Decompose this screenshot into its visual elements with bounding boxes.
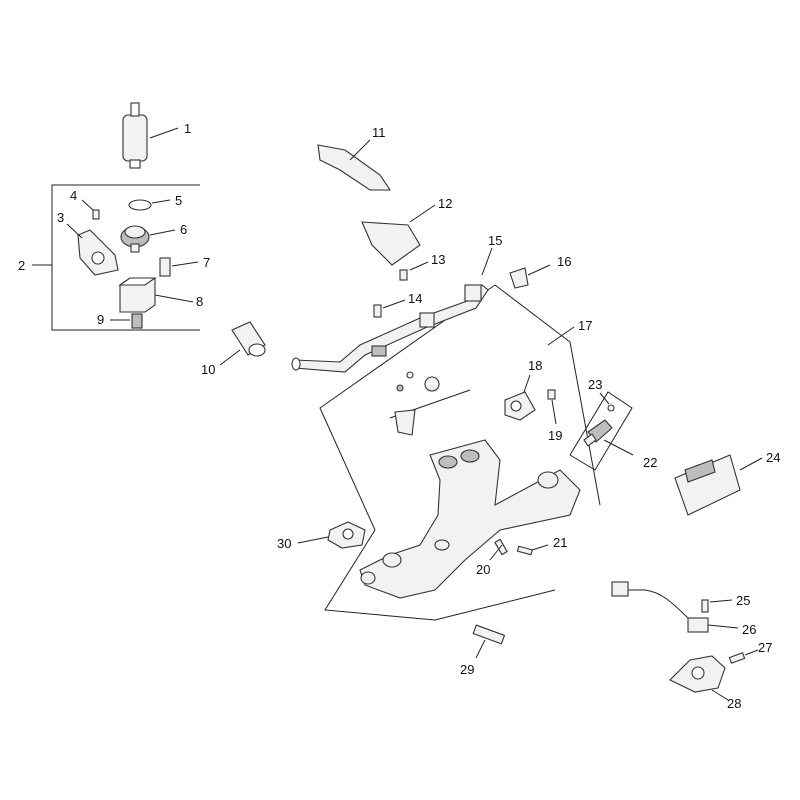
callout-7: 7 xyxy=(203,255,210,270)
group-frame-17-right xyxy=(494,284,601,506)
leader-14 xyxy=(382,299,406,309)
callout-30: 30 xyxy=(277,536,291,551)
callout-27: 27 xyxy=(758,640,772,655)
callout-26: 26 xyxy=(742,622,756,637)
leader-13 xyxy=(409,261,429,271)
leader-30 xyxy=(297,536,329,544)
screw-part-21 xyxy=(516,545,533,556)
leader-24 xyxy=(739,457,763,471)
group-frame-2 xyxy=(51,184,200,331)
clip-part-16 xyxy=(509,267,529,289)
leader-20 xyxy=(489,544,503,561)
callout-5: 5 xyxy=(175,193,182,208)
throttle-position-sensor-part-18 xyxy=(504,391,536,421)
leader-23 xyxy=(599,392,610,405)
injector-part-22 xyxy=(583,419,613,447)
o-ring-part-5 xyxy=(128,199,152,211)
throttle-shaft-part-17 xyxy=(389,371,471,436)
leader-29 xyxy=(475,639,486,659)
group-frame-17 xyxy=(319,284,556,621)
callout-13: 13 xyxy=(431,252,445,267)
bolt-part-13 xyxy=(399,269,408,281)
block-part-8 xyxy=(118,277,157,313)
callout-10: 10 xyxy=(201,362,215,377)
fuel-pump-part-1 xyxy=(122,102,148,169)
bracket-part-3 xyxy=(77,229,119,276)
fitting-part-9 xyxy=(131,313,143,329)
leader-7 xyxy=(171,261,199,267)
callout-4: 4 xyxy=(70,188,77,203)
leader-27 xyxy=(744,649,759,656)
callout-1: 1 xyxy=(184,121,191,136)
callout-6: 6 xyxy=(180,222,187,237)
leader-18 xyxy=(523,374,531,393)
callout-25: 25 xyxy=(736,593,750,608)
stud-part-29 xyxy=(472,624,506,645)
callout-15: 15 xyxy=(488,233,502,248)
leader-10 xyxy=(219,349,241,366)
leader-16 xyxy=(527,264,551,276)
leader-26 xyxy=(707,624,739,629)
bolt-part-25 xyxy=(701,599,709,613)
callout-18: 18 xyxy=(528,358,542,373)
leader-21 xyxy=(531,544,549,551)
leader-3 xyxy=(66,223,83,239)
screw-part-19 xyxy=(547,389,556,400)
leader-8 xyxy=(154,294,194,303)
speed-sensor-part-26 xyxy=(611,581,709,633)
leader-4 xyxy=(81,199,94,211)
leader-22 xyxy=(603,439,634,456)
callout-19: 19 xyxy=(548,428,562,443)
callout-24: 24 xyxy=(766,450,780,465)
bolt-part-4 xyxy=(92,209,100,220)
callout-2: 2 xyxy=(18,258,25,273)
leader-17 xyxy=(547,326,575,346)
o-ring-part-23 xyxy=(607,404,615,412)
bolt-part-27 xyxy=(728,652,746,664)
fuel-rail-part-15 xyxy=(291,284,489,373)
leader-25 xyxy=(709,599,733,603)
callout-11: 11 xyxy=(372,125,386,140)
callout-29: 29 xyxy=(460,662,474,677)
heat-shield-part-12 xyxy=(361,221,421,266)
callout-16: 16 xyxy=(557,254,571,269)
leader-11 xyxy=(349,139,371,161)
callout-20: 20 xyxy=(476,562,490,577)
mounting-plate-part-28 xyxy=(669,655,726,693)
callout-12: 12 xyxy=(438,196,452,211)
pressure-regulator-part-6 xyxy=(120,225,150,253)
leader-12 xyxy=(409,204,436,223)
callout-3: 3 xyxy=(57,210,64,225)
leader-19 xyxy=(551,399,557,425)
callout-14: 14 xyxy=(408,291,422,306)
gasket-part-30 xyxy=(327,521,366,549)
callout-21: 21 xyxy=(553,535,567,550)
leader-15 xyxy=(481,247,493,276)
leader-5 xyxy=(151,199,171,204)
group-frame-22 xyxy=(569,391,633,471)
callout-23: 23 xyxy=(588,377,602,392)
fuel-filter-part-10 xyxy=(231,321,266,357)
leader-28 xyxy=(711,689,729,701)
leader-6 xyxy=(149,229,176,236)
bolt-part-14 xyxy=(373,304,382,318)
ecu-module-part-24 xyxy=(674,454,741,516)
callout-17: 17 xyxy=(578,318,592,333)
sensor-part-7 xyxy=(159,257,171,277)
leader-1 xyxy=(149,127,179,139)
bracket-part-11 xyxy=(317,144,392,191)
callout-28: 28 xyxy=(727,696,741,711)
intake-manifold-body xyxy=(359,439,581,599)
callout-8: 8 xyxy=(196,294,203,309)
callout-22: 22 xyxy=(643,455,657,470)
callout-9: 9 xyxy=(97,312,104,327)
